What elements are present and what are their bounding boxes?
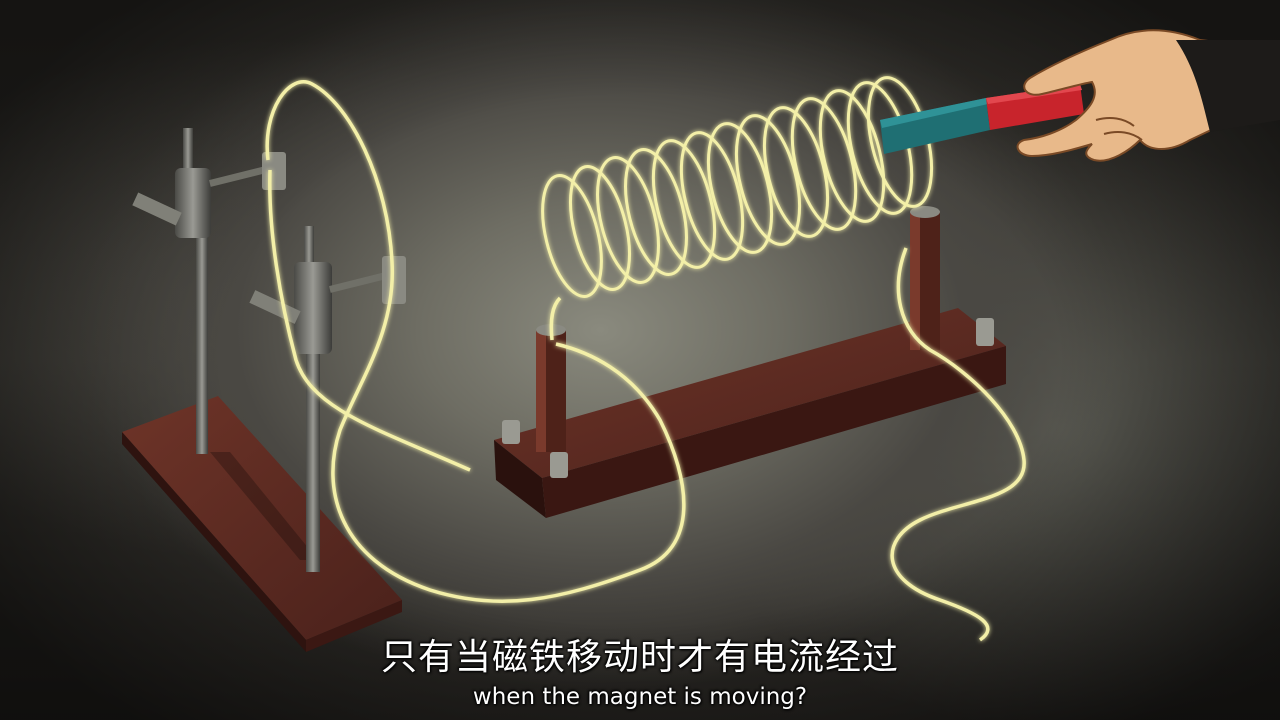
- stand-rod-back: [196, 200, 208, 454]
- clamp-jaw-front: [382, 256, 406, 304]
- subtitle-chinese: 只有当磁铁移动时才有电流经过: [380, 637, 899, 678]
- clamp-jaw-back: [262, 152, 286, 190]
- clamp-screw-front: [249, 290, 301, 324]
- magnet-south-pole: [880, 98, 990, 154]
- clamp-screw-back: [132, 192, 182, 226]
- wire-right: [890, 247, 1026, 642]
- coil-platform: [494, 206, 1006, 518]
- clamp-boss-front: [294, 262, 332, 354]
- platform-top: [494, 308, 1006, 478]
- terminal-1: [502, 420, 520, 444]
- terminal-3: [976, 318, 994, 346]
- stand-rod-front: [306, 300, 320, 572]
- terminal-2: [550, 452, 568, 478]
- sleeve: [1176, 40, 1280, 132]
- retort-stand: [122, 128, 406, 652]
- wire-left-inner: [268, 169, 471, 472]
- wire-coil: [541, 76, 934, 298]
- wire-left-loop: [265, 80, 686, 604]
- wires: [265, 80, 1026, 642]
- hand: [1016, 29, 1280, 162]
- clamp-boss-back: [175, 168, 211, 238]
- subtitle-english: when the magnet is moving?: [472, 684, 808, 710]
- stand-base: [122, 396, 402, 640]
